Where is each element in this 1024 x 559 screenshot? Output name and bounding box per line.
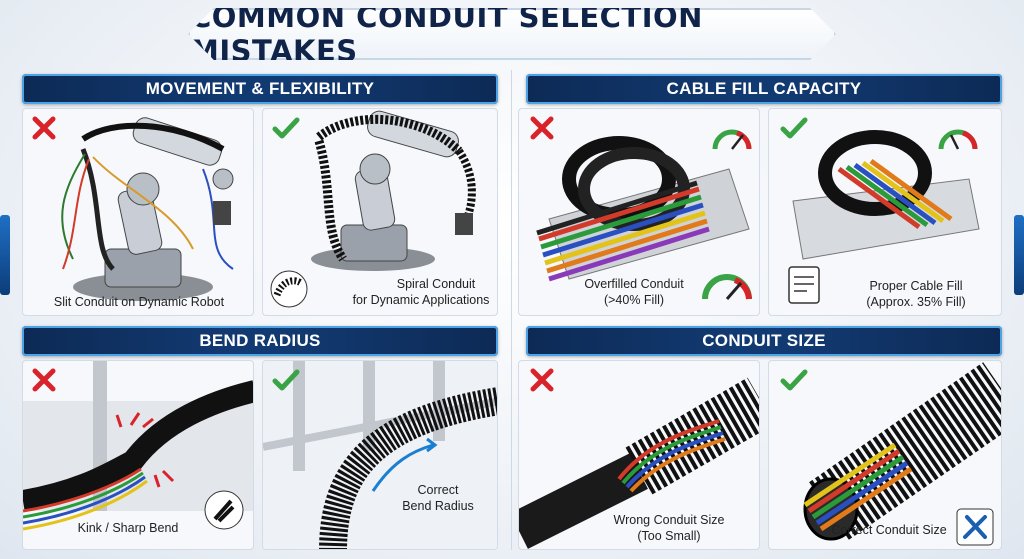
x-mark-icon bbox=[32, 368, 56, 392]
small-conduit-illustration bbox=[519, 377, 759, 549]
check-mark-icon bbox=[780, 117, 808, 139]
panel-movement-right: Spiral Conduit for Dynamic Applications bbox=[262, 108, 498, 316]
x-mark-icon bbox=[530, 116, 554, 140]
section-header-movement: MOVEMENT & FLEXIBILITY bbox=[22, 74, 498, 104]
correct-bend-illustration bbox=[263, 361, 497, 549]
caption-wrong-size-2: (Too Small) bbox=[637, 529, 701, 543]
right-accent-bar bbox=[1014, 215, 1024, 295]
cable-cutter-icon bbox=[204, 490, 244, 530]
proper-fill-illustration bbox=[792, 130, 980, 260]
section-title: CABLE FILL CAPACITY bbox=[666, 79, 862, 98]
kink-illustration bbox=[23, 361, 253, 531]
caption-spiral-1: Spiral Conduit bbox=[396, 277, 476, 291]
caption-overfilled-1: Overfilled Conduit bbox=[584, 277, 684, 291]
caption-kink: Kink / Sharp Bend bbox=[77, 521, 179, 535]
title-banner: COMMON CONDUIT SELECTION MISTAKES bbox=[188, 8, 836, 60]
caption-overfilled-2: (>40% Fill) bbox=[603, 293, 665, 307]
panel-fill-right: Proper Cable Fill (Approx. 35% Fill) bbox=[768, 108, 1002, 316]
check-mark-icon bbox=[272, 369, 300, 391]
overfilled-conduit-illustration bbox=[536, 136, 750, 282]
center-divider bbox=[511, 70, 512, 550]
section-header-bend: BEND RADIUS bbox=[22, 326, 498, 356]
panel-bend-wrong: Kink / Sharp Bend bbox=[22, 360, 254, 550]
tool-icon bbox=[956, 508, 994, 546]
gauge-icon bbox=[712, 129, 752, 150]
section-header-fill: CABLE FILL CAPACITY bbox=[526, 74, 1002, 104]
caption-correct-bend-1: Correct bbox=[417, 483, 459, 497]
check-mark-icon bbox=[272, 117, 300, 139]
x-mark-icon bbox=[530, 368, 554, 392]
section-header-size: CONDUIT SIZE bbox=[526, 326, 1002, 356]
caption-proper-fill-2: (Approx. 35% Fill) bbox=[866, 295, 966, 309]
page-title: COMMON CONDUIT SELECTION MISTAKES bbox=[190, 0, 703, 68]
caption-wrong-size-1: Wrong Conduit Size bbox=[613, 513, 725, 527]
caption-correct-size: Correct Conduit Size bbox=[831, 523, 947, 537]
panel-size-wrong: Wrong Conduit Size (Too Small) bbox=[518, 360, 760, 550]
caption-slit-conduit: Slit Conduit on Dynamic Robot bbox=[53, 295, 225, 309]
left-accent-bar bbox=[0, 215, 10, 295]
document-icon bbox=[788, 266, 820, 304]
panel-size-right: Correct Conduit Size bbox=[768, 360, 1002, 550]
caption-correct-bend-2: Bend Radius bbox=[402, 499, 474, 513]
panel-movement-wrong: Slit Conduit on Dynamic Robot bbox=[22, 108, 254, 316]
panel-bend-right: Correct Bend Radius bbox=[262, 360, 498, 550]
section-title: MOVEMENT & FLEXIBILITY bbox=[145, 79, 375, 98]
caption-spiral-2: for Dynamic Applications bbox=[352, 293, 490, 307]
spiral-conduit-icon bbox=[270, 270, 308, 308]
section-title: BEND RADIUS bbox=[199, 331, 321, 350]
correct-conduit-illustration bbox=[803, 362, 1001, 541]
gauge-icon bbox=[702, 274, 752, 300]
panel-fill-wrong: Overfilled Conduit (>40% Fill) bbox=[518, 108, 760, 316]
caption-proper-fill-1: Proper Cable Fill bbox=[869, 279, 963, 293]
check-mark-icon bbox=[780, 369, 808, 391]
section-title: CONDUIT SIZE bbox=[702, 331, 826, 350]
robot-spiral-illustration bbox=[311, 110, 476, 271]
gauge-icon bbox=[938, 129, 978, 150]
robot-slit-illustration bbox=[61, 117, 234, 301]
x-mark-icon bbox=[32, 116, 56, 140]
